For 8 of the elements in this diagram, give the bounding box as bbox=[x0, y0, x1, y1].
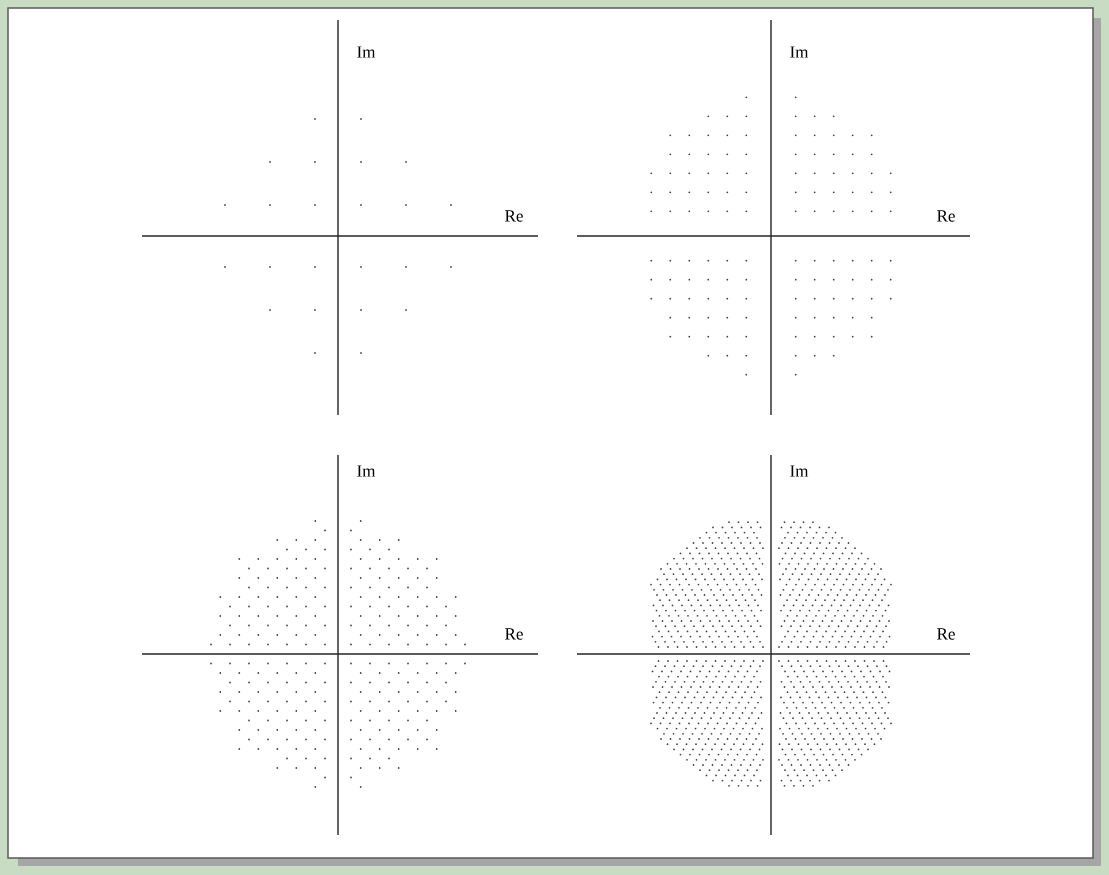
axis-label: Re bbox=[937, 210, 955, 222]
axis-label: Im bbox=[790, 465, 809, 477]
axis-label: Re bbox=[505, 210, 523, 222]
axis-label: Im bbox=[357, 465, 376, 477]
axis-label: Re bbox=[505, 628, 523, 640]
axis-label: Im bbox=[357, 46, 376, 58]
axis-label: Im bbox=[790, 46, 809, 58]
axis-label: Re bbox=[937, 628, 955, 640]
